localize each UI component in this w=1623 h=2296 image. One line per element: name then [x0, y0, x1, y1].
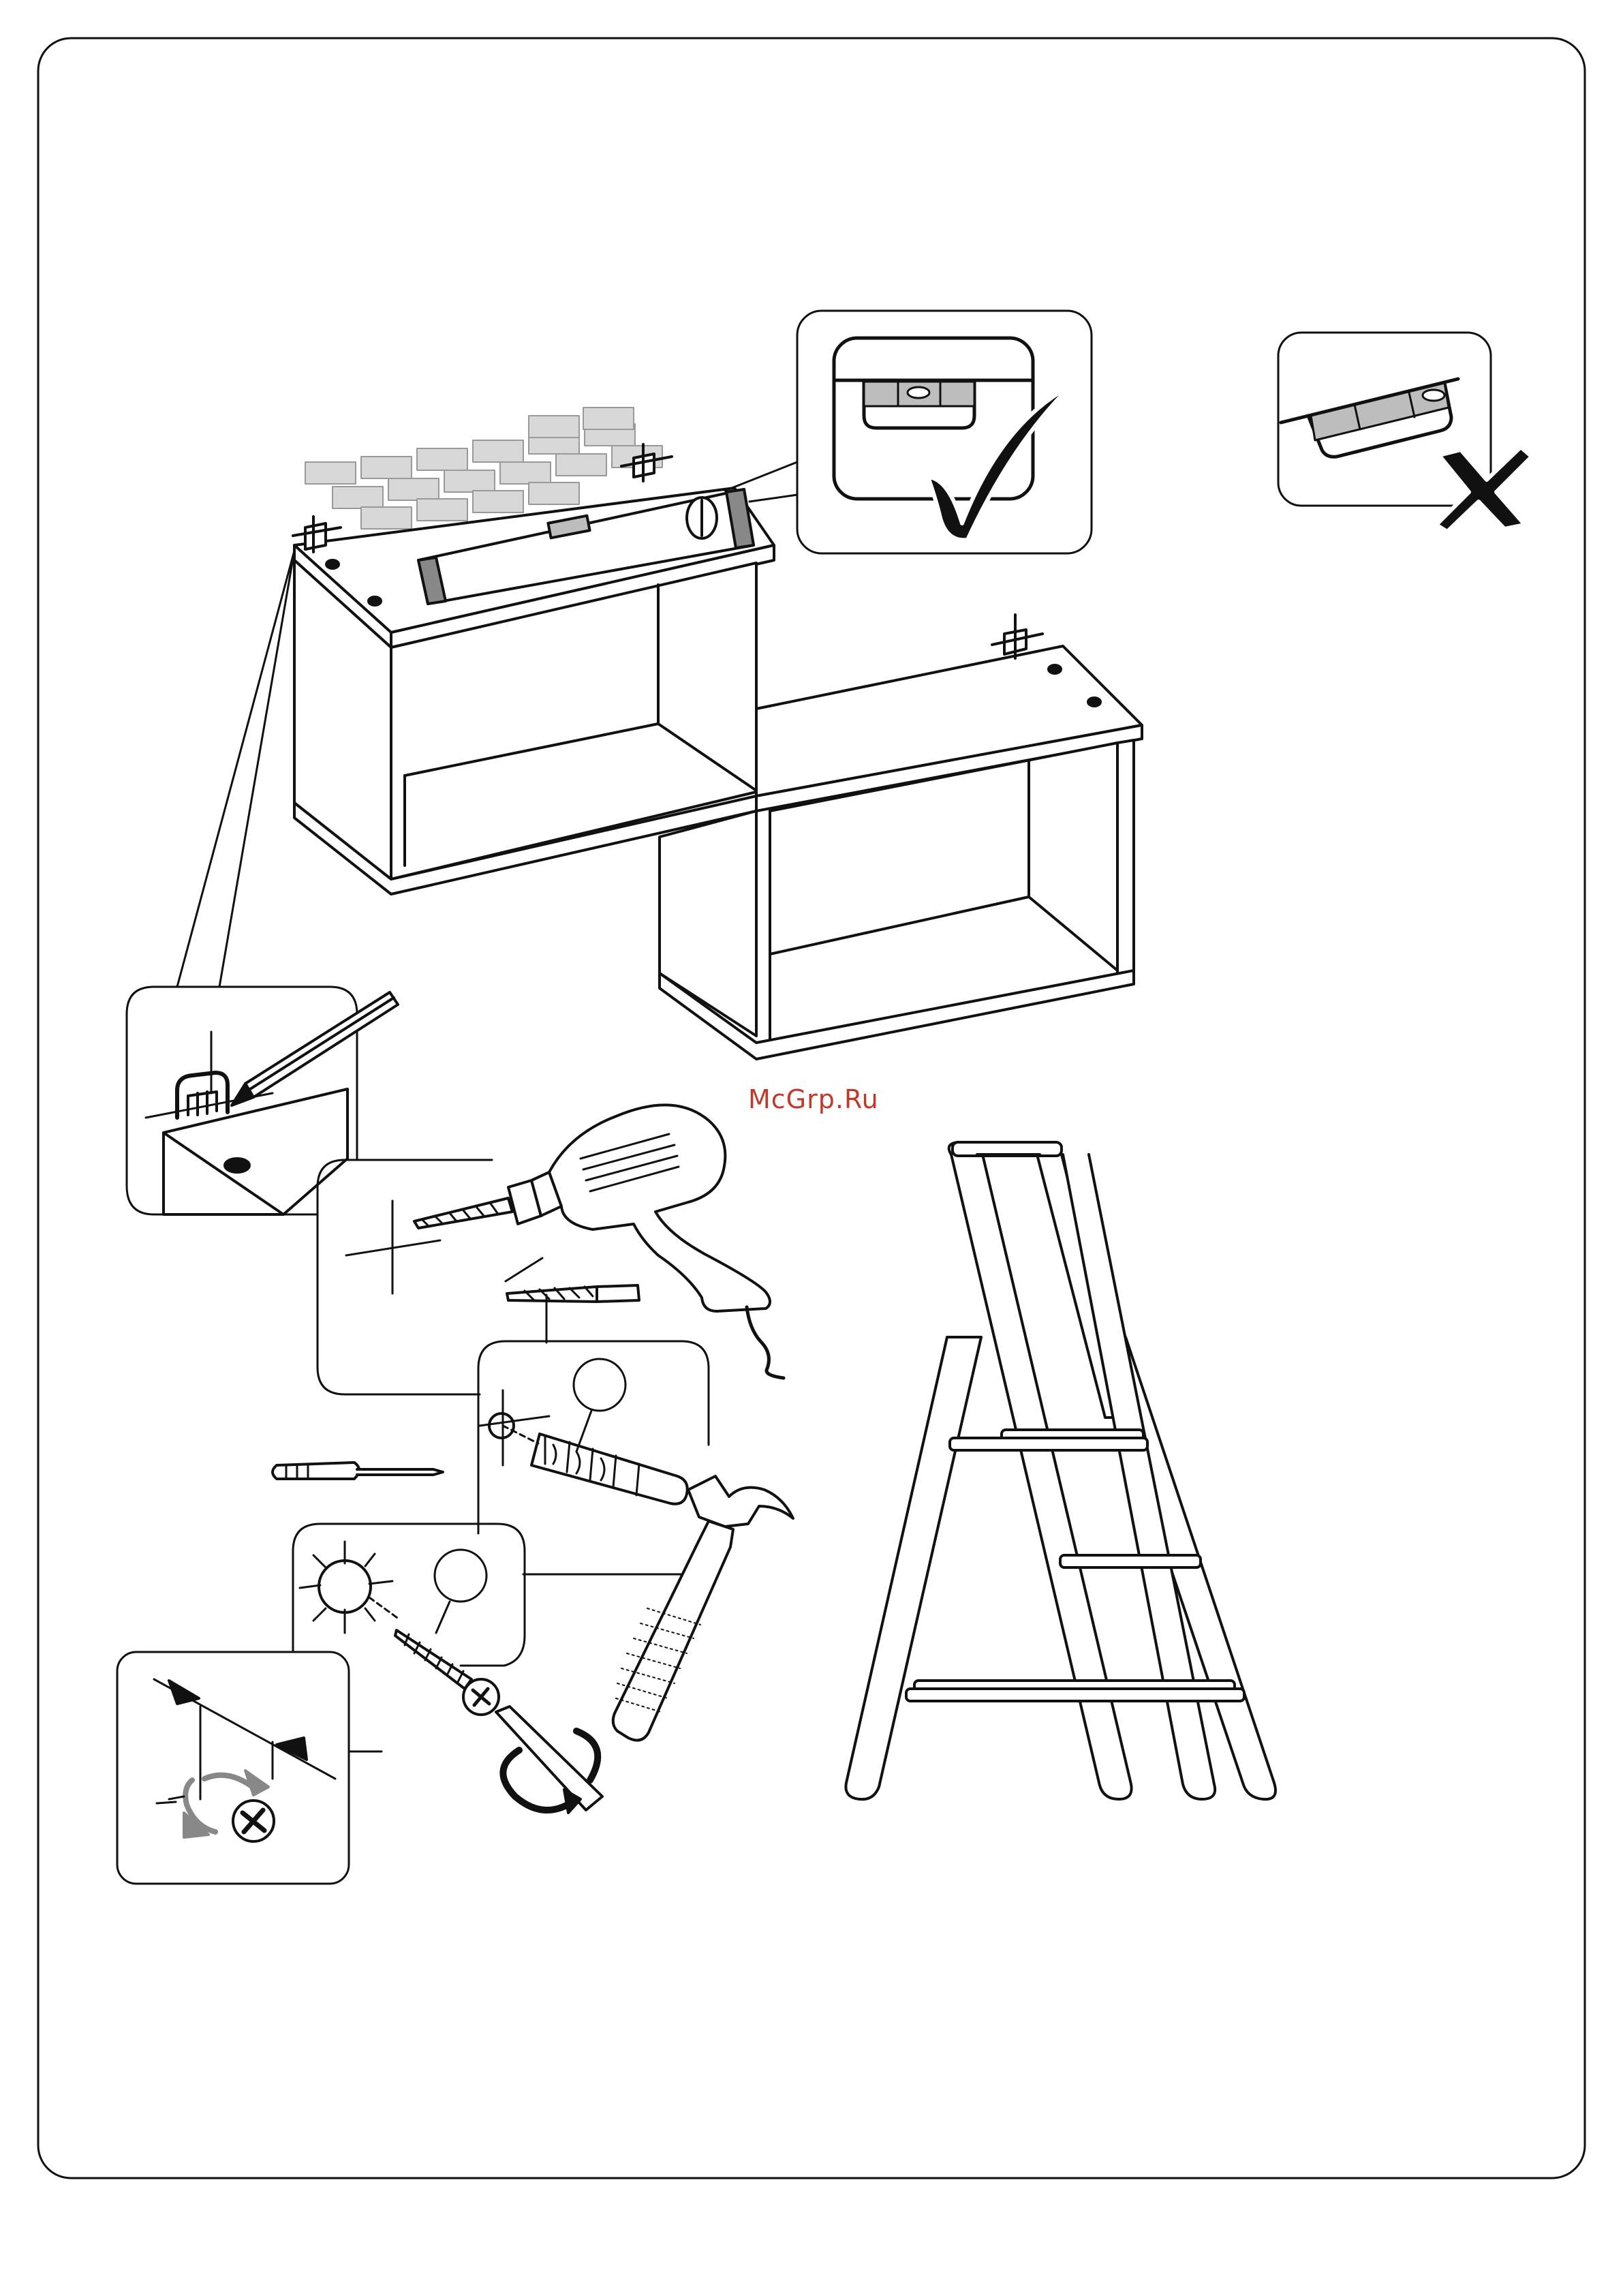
insert-plug-panel	[273, 1295, 793, 1741]
screw-gap-panel	[117, 1652, 382, 1884]
level-incorrect-panel	[1278, 333, 1532, 532]
hammer-icon	[613, 1476, 793, 1741]
mark-wall-panel	[127, 987, 398, 1214]
level-correct-panel	[797, 311, 1092, 553]
watermark-text: McGrp.Ru	[748, 1084, 879, 1114]
screw-icon	[395, 1630, 499, 1715]
stepladder-icon	[846, 1142, 1276, 1799]
pencil-icon	[232, 992, 398, 1105]
drill-hole-panel	[318, 1105, 784, 1394]
screwdriver-icon	[273, 1463, 443, 1479]
drill-bit-icon	[507, 1285, 639, 1302]
drill-icon	[414, 1105, 784, 1378]
